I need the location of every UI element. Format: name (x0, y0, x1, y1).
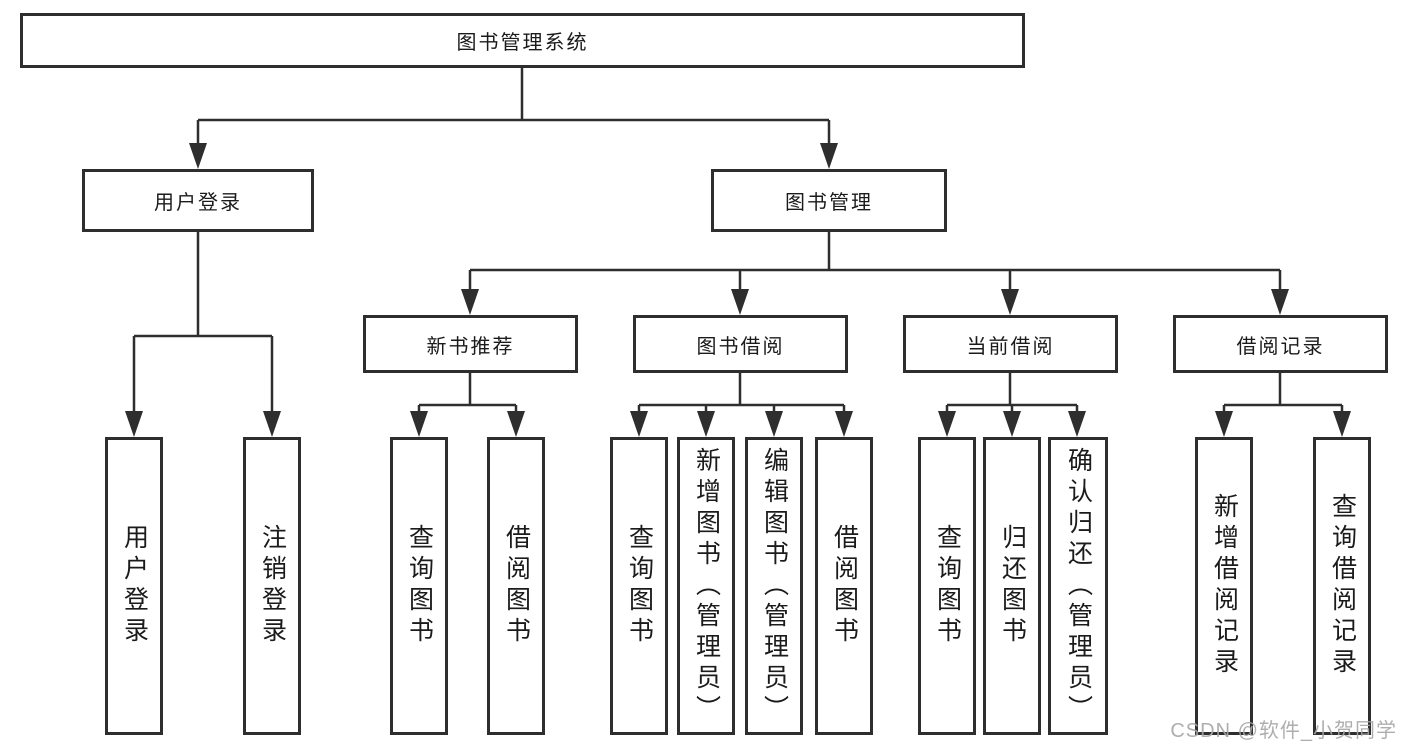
leaf-query-books-current: 查询图书 (918, 437, 976, 735)
node-borrowing-records: 借阅记录 (1173, 315, 1388, 373)
leaf-add-borrowing-record: 新增借阅记录 (1195, 437, 1253, 735)
leaf-borrow-books-recommend: 借阅图书 (487, 437, 545, 735)
node-book-borrowing: 图书借阅 (633, 315, 848, 373)
leaf-return-books: 归还图书 (983, 437, 1041, 735)
node-book-management: 图书管理 (711, 169, 947, 232)
leaf-query-books-recommend: 查询图书 (390, 437, 448, 735)
leaf-borrow-books: 借阅图书 (815, 437, 873, 735)
leaf-user-login: 用户登录 (105, 437, 163, 735)
csdn-watermark: CSDN @软件_小贺同学 (1170, 720, 1397, 742)
node-new-book-recommendation: 新书推荐 (363, 315, 578, 373)
arrowheads (125, 143, 1351, 437)
leaf-edit-books-admin: 编辑图书（管理员） (745, 437, 803, 735)
node-current-borrowing: 当前借阅 (903, 315, 1118, 373)
node-root-library-management-system: 图书管理系统 (20, 13, 1025, 68)
leaf-query-borrowing-record: 查询借阅记录 (1313, 437, 1371, 735)
leaf-query-books-borrowing: 查询图书 (610, 437, 668, 735)
leaf-confirm-return-admin: 确认归还（管理员） (1048, 437, 1108, 735)
leaf-add-books-admin: 新增图书（管理员） (677, 437, 735, 735)
node-user-login: 用户登录 (82, 169, 314, 232)
leaf-logout: 注销登录 (243, 437, 301, 735)
